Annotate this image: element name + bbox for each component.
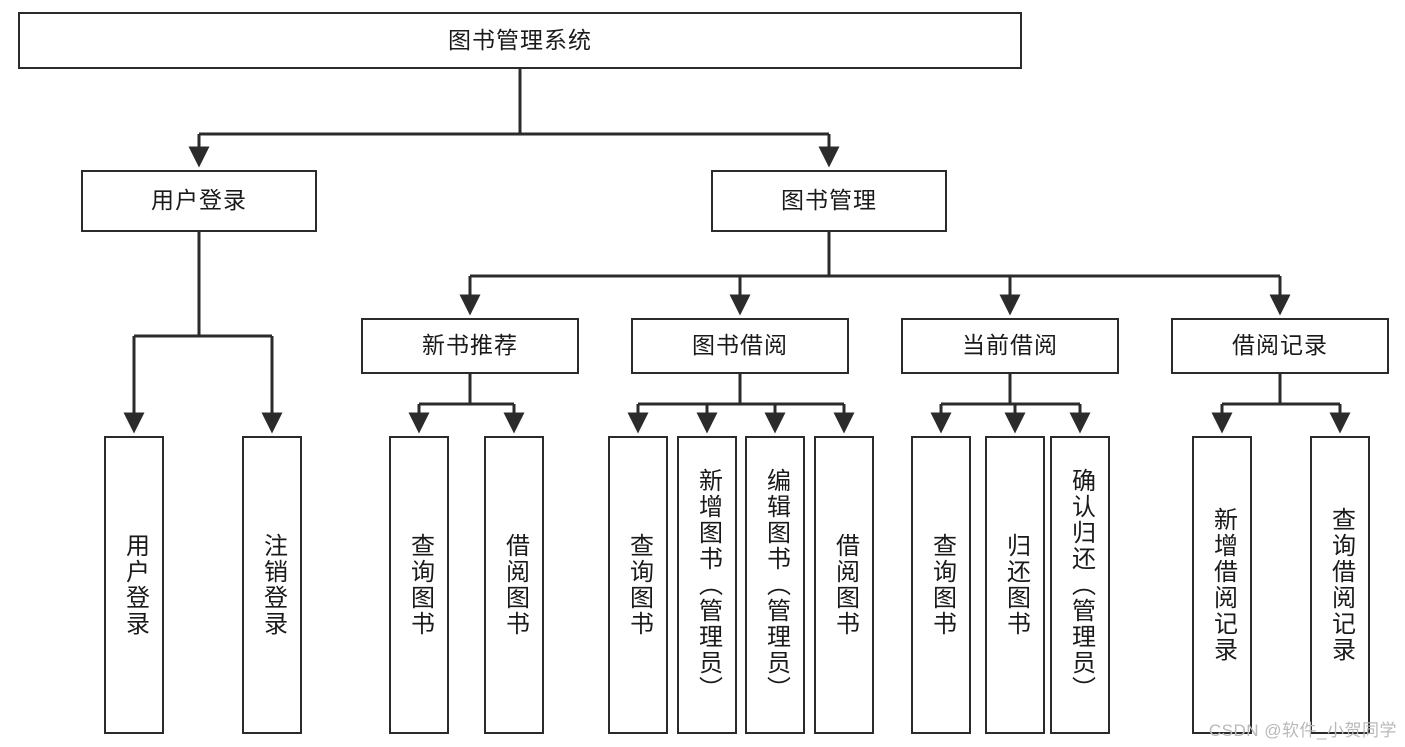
node-label: 新书推荐 <box>422 332 518 359</box>
node-label: 图书管理系统 <box>448 26 592 53</box>
node-leaf-query-book-1[interactable]: 查询图书 <box>389 436 449 734</box>
node-book-manage[interactable]: 图书管理 <box>711 170 947 232</box>
node-leaf-add-borrow-record[interactable]: 新增借阅记录 <box>1192 436 1252 734</box>
node-leaf-return-book[interactable]: 归还图书 <box>985 436 1045 734</box>
node-leaf-user-logout[interactable]: 注销登录 <box>242 436 302 734</box>
node-label: 查询图书 <box>625 533 653 637</box>
node-leaf-query-borrow-record[interactable]: 查询借阅记录 <box>1310 436 1370 734</box>
node-label: 用户登录 <box>151 187 247 214</box>
node-label: 借阅图书 <box>501 533 529 637</box>
node-leaf-query-book-2[interactable]: 查询图书 <box>608 436 668 734</box>
node-label: 图书借阅 <box>692 332 788 359</box>
node-leaf-confirm-return-admin[interactable]: 确认归还（管理员） <box>1050 436 1110 734</box>
node-label: 新增图书（管理员） <box>694 468 722 702</box>
node-label: 用户登录 <box>121 533 149 637</box>
node-label: 借阅记录 <box>1232 332 1328 359</box>
node-label: 新增借阅记录 <box>1209 507 1237 663</box>
node-label: 注销登录 <box>259 533 287 637</box>
node-label: 借阅图书 <box>831 533 859 637</box>
node-label: 查询图书 <box>928 533 956 637</box>
node-leaf-edit-book-admin[interactable]: 编辑图书（管理员） <box>745 436 805 734</box>
node-label: 查询借阅记录 <box>1327 507 1355 663</box>
node-label: 图书管理 <box>781 187 877 214</box>
node-current-borrow[interactable]: 当前借阅 <box>901 318 1119 374</box>
node-leaf-user-login[interactable]: 用户登录 <box>104 436 164 734</box>
node-root[interactable]: 图书管理系统 <box>18 12 1022 69</box>
node-label: 查询图书 <box>406 533 434 637</box>
node-new-book-recommend[interactable]: 新书推荐 <box>361 318 579 374</box>
node-label: 编辑图书（管理员） <box>762 468 790 702</box>
node-borrow-record[interactable]: 借阅记录 <box>1171 318 1389 374</box>
node-label: 归还图书 <box>1002 533 1030 637</box>
node-leaf-borrow-book-2[interactable]: 借阅图书 <box>814 436 874 734</box>
csdn-watermark: CSDN @软件_小贺同学 <box>1208 721 1397 740</box>
node-leaf-add-book-admin[interactable]: 新增图书（管理员） <box>677 436 737 734</box>
node-book-borrow[interactable]: 图书借阅 <box>631 318 849 374</box>
node-leaf-borrow-book-1[interactable]: 借阅图书 <box>484 436 544 734</box>
node-user-login[interactable]: 用户登录 <box>81 170 317 232</box>
node-label: 确认归还（管理员） <box>1067 468 1095 702</box>
node-label: 当前借阅 <box>962 332 1058 359</box>
node-leaf-query-book-3[interactable]: 查询图书 <box>911 436 971 734</box>
